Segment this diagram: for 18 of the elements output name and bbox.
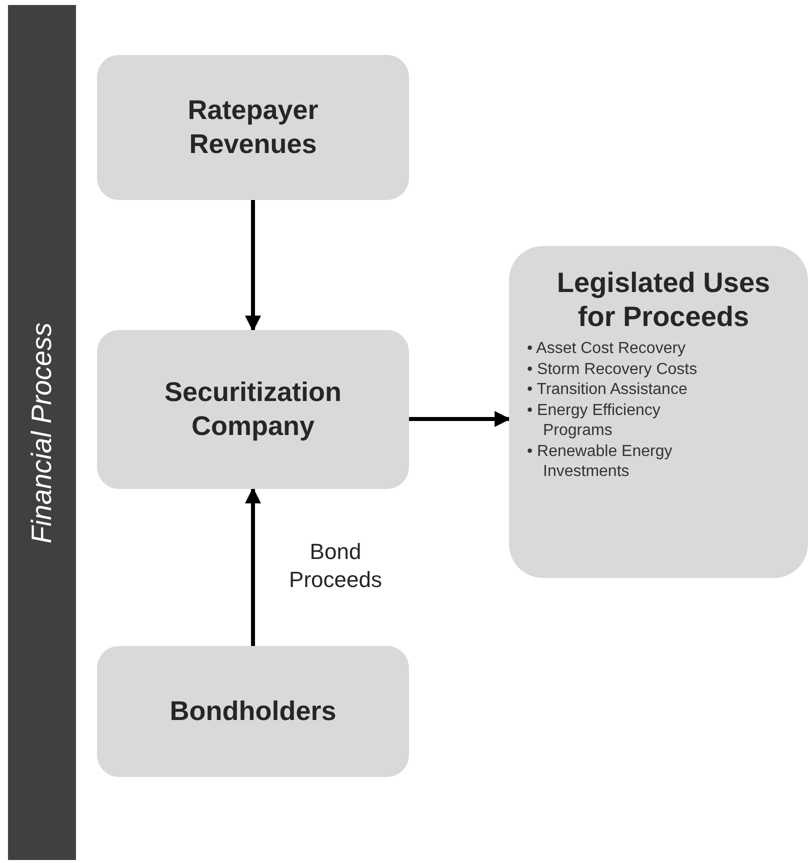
bullet-item: • Renewable Energy Investments — [527, 442, 674, 482]
arrow — [245, 200, 261, 332]
bullet-item: • Asset Cost Recovery — [527, 339, 687, 360]
rounded-panel — [509, 246, 808, 578]
process-box — [97, 330, 409, 489]
bullet-item: • Storm Recovery Costs — [527, 360, 698, 380]
bullet-item: • Transition Assistance — [527, 380, 688, 400]
box-label: Ratepayer Revenues — [186, 94, 320, 160]
side-band — [8, 5, 76, 860]
process-box — [97, 646, 409, 777]
process-box — [97, 55, 409, 200]
arrow — [409, 411, 511, 427]
box-label: Bondholders — [170, 694, 336, 728]
panel-heading: Legislated Uses for Proceeds — [556, 266, 772, 334]
arrow — [245, 487, 261, 646]
box-label: Securitization Company — [163, 376, 343, 443]
bullet-item: • Energy Efficiency Programs — [527, 400, 662, 442]
band-title: Financial Process — [26, 322, 58, 543]
